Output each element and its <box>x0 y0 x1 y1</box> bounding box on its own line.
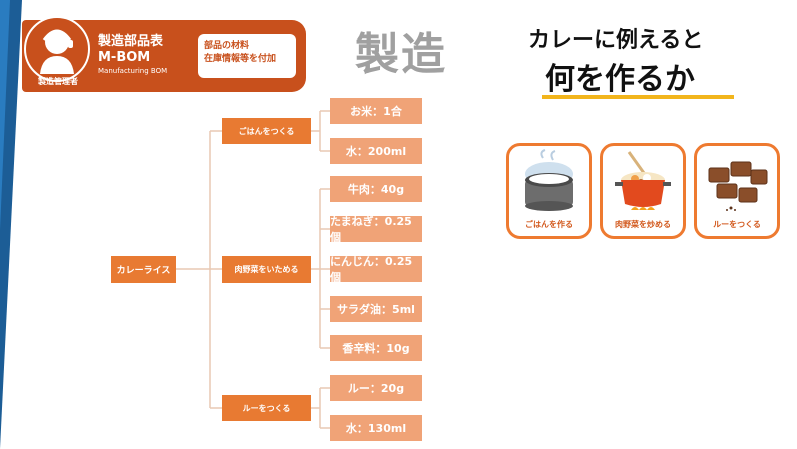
cooking-pot-icon <box>615 151 671 210</box>
branch-node-stirfry: 肉野菜をいためる <box>222 256 311 283</box>
side-stripe <box>0 0 22 449</box>
doc-english: Manufacturing BOM <box>98 67 168 75</box>
card-label: 肉野菜を炒める <box>615 220 671 229</box>
leaf-node: 牛肉：40g <box>330 176 422 202</box>
doc-note: 部品の材料 在庫情報等を付加 <box>198 34 296 78</box>
leaf-node: お米：1合 <box>330 98 422 124</box>
user-icon <box>40 29 74 74</box>
page-title: 製造 <box>355 29 447 80</box>
card-label: ルーをつくる <box>713 220 761 229</box>
tree-root-node: カレーライス <box>111 256 176 283</box>
subtitle-underline <box>542 95 734 99</box>
curry-roux-icon <box>708 161 768 211</box>
doc-title: 製造部品表 <box>98 34 164 49</box>
note-line-2: 在庫情報等を付加 <box>204 54 277 64</box>
subtitle-line-1: カレーに例えると <box>528 28 704 53</box>
rice-cooker-icon <box>525 149 573 211</box>
card-cook-rice: ごはんを作る <box>506 143 592 239</box>
role-label: 製造管理者 <box>38 77 78 86</box>
leaf-node: たまねぎ：0.25個 <box>330 215 422 244</box>
subtitle-line-2: 何を作るか <box>545 62 695 97</box>
leaf-node: 水：200ml <box>330 138 422 164</box>
doc-code: M-BOM <box>98 50 151 65</box>
card-make-roux: ルーをつくる <box>694 143 780 239</box>
leaf-node: ルー：20g <box>330 375 422 401</box>
branch-node-roux: ルーをつくる <box>222 395 311 421</box>
leaf-node: サラダ油：5ml <box>330 296 422 322</box>
leaf-node: にんじん：0.25個 <box>330 255 422 284</box>
card-stir-fry: 肉野菜を炒める <box>600 143 686 239</box>
leaf-node: 香辛料：10g <box>330 335 422 361</box>
note-line-1: 部品の材料 <box>204 41 250 51</box>
leaf-node: 水：130ml <box>330 415 422 441</box>
branch-node-rice: ごはんをつくる <box>222 118 311 144</box>
card-label: ごはんを作る <box>525 220 573 229</box>
avatar <box>24 16 90 82</box>
